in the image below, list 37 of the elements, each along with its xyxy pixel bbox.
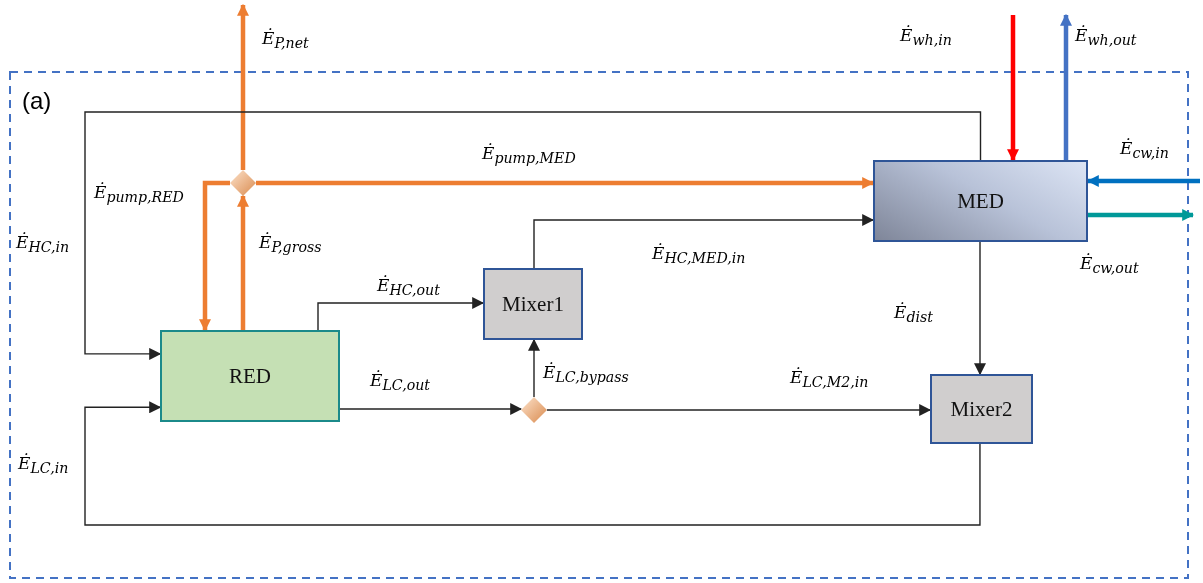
arrow bbox=[1007, 15, 1019, 162]
process-box: MED bbox=[873, 160, 1088, 242]
process-box: Mixer1 bbox=[483, 268, 583, 340]
edge-label: Ė$_{HC,MED,in}$ bbox=[650, 243, 748, 268]
edge-label: Ė$_{P,net}$ bbox=[260, 28, 311, 53]
edge-label: Ė$_{HC,out}$ bbox=[375, 275, 442, 300]
edge-label: Ė$_{pump,RED}$ bbox=[92, 182, 186, 207]
arrow bbox=[339, 403, 523, 415]
arrow bbox=[317, 297, 485, 331]
edge-label: Ė$_{P,gross}$ bbox=[257, 232, 324, 257]
edge-label: Ė$_{LC,bypass}$ bbox=[541, 362, 631, 387]
edge-label: Ė$_{cw,out}$ bbox=[1078, 253, 1141, 278]
arrow bbox=[533, 214, 875, 269]
edge-label: Ė$_{wh,out}$ bbox=[1073, 25, 1139, 50]
arrow bbox=[528, 338, 540, 398]
junction-diamond bbox=[230, 170, 256, 196]
arrow bbox=[237, 3, 249, 170]
edge-label: Ė$_{wh,in}$ bbox=[898, 25, 954, 50]
junction-diamond bbox=[521, 397, 547, 423]
edge-label: Ė$_{pump,MED}$ bbox=[480, 143, 578, 168]
arrow bbox=[1060, 13, 1072, 160]
arrow bbox=[1088, 209, 1195, 221]
process-box: Mixer2 bbox=[930, 374, 1033, 444]
panel-label: (a) bbox=[22, 87, 52, 115]
edge-label: Ė$_{cw,in}$ bbox=[1118, 138, 1171, 163]
process-box: RED bbox=[160, 330, 340, 422]
edge-label: Ė$_{LC,in}$ bbox=[16, 453, 71, 478]
arrow bbox=[84, 401, 981, 526]
edge-label: Ė$_{LC,M2,in}$ bbox=[788, 367, 871, 392]
arrow bbox=[199, 180, 230, 332]
arrow bbox=[546, 404, 932, 416]
edge-label: Ė$_{HC,in}$ bbox=[14, 232, 72, 257]
edge-label: Ė$_{LC,out}$ bbox=[368, 370, 432, 395]
arrow bbox=[84, 111, 982, 360]
arrow bbox=[256, 177, 875, 189]
arrow bbox=[237, 194, 249, 330]
arrow bbox=[974, 241, 986, 376]
